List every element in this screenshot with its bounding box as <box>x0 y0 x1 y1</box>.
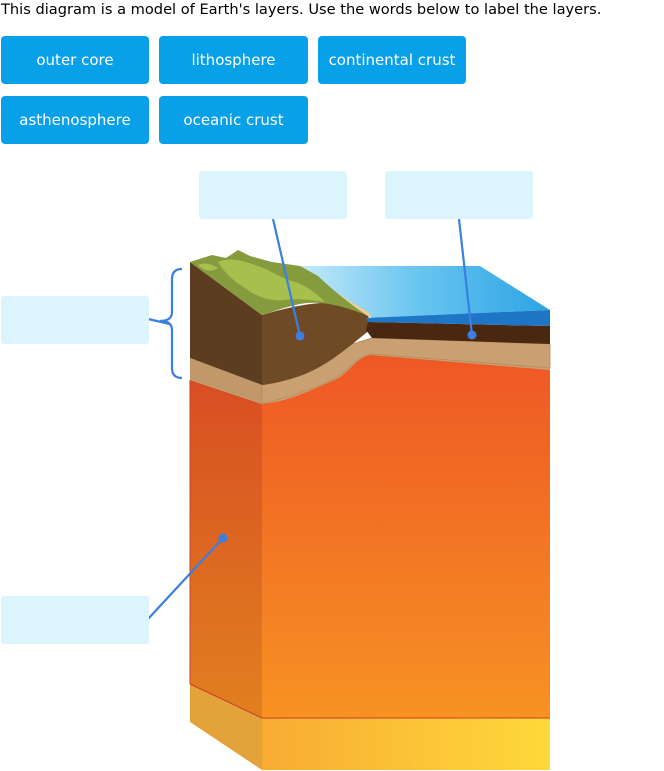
drop-target-continental-crust[interactable] <box>199 171 347 219</box>
leader-line-oceanic-crust <box>457 218 474 336</box>
continental-crust-side <box>190 262 262 385</box>
grass-highlight <box>218 259 325 302</box>
leader-dot-oceanic-crust <box>467 330 477 340</box>
instruction-text: This diagram is a model of Earth's layer… <box>1 1 602 18</box>
continental-crust-front <box>262 302 370 385</box>
core-boundary-line <box>189 683 263 719</box>
ocean-surface <box>300 266 550 318</box>
leader-line-continental-crust <box>271 218 302 337</box>
leader-dot-continental-crust <box>295 331 305 341</box>
leader-dot-asthenosphere <box>218 533 228 543</box>
word-tile-asthenosphere[interactable]: asthenosphere <box>1 96 149 144</box>
grass-highlight-2 <box>198 263 218 271</box>
leader-line-asthenosphere <box>147 537 224 620</box>
core-slab-side <box>190 684 262 770</box>
word-tile-oceanic-crust[interactable]: oceanic crust <box>159 96 308 144</box>
mantle-side-face <box>190 380 262 718</box>
word-tile-lithosphere[interactable]: lithosphere <box>159 36 308 84</box>
lithospheric-mantle-side <box>190 358 262 404</box>
mantle-front-face <box>262 342 550 718</box>
ocean-front <box>366 310 550 326</box>
shore-sand <box>318 278 372 318</box>
core-slab-front <box>262 718 550 770</box>
word-tile-continental-crust[interactable]: continental crust <box>318 36 466 84</box>
leader-line-lithosphere <box>147 317 171 326</box>
drop-target-asthenosphere[interactable] <box>1 596 149 644</box>
word-tile-outer-core[interactable]: outer core <box>1 36 149 84</box>
oceanic-crust-front <box>366 322 550 344</box>
drop-target-lithosphere[interactable] <box>1 296 149 344</box>
drop-target-oceanic-crust[interactable] <box>385 171 533 219</box>
